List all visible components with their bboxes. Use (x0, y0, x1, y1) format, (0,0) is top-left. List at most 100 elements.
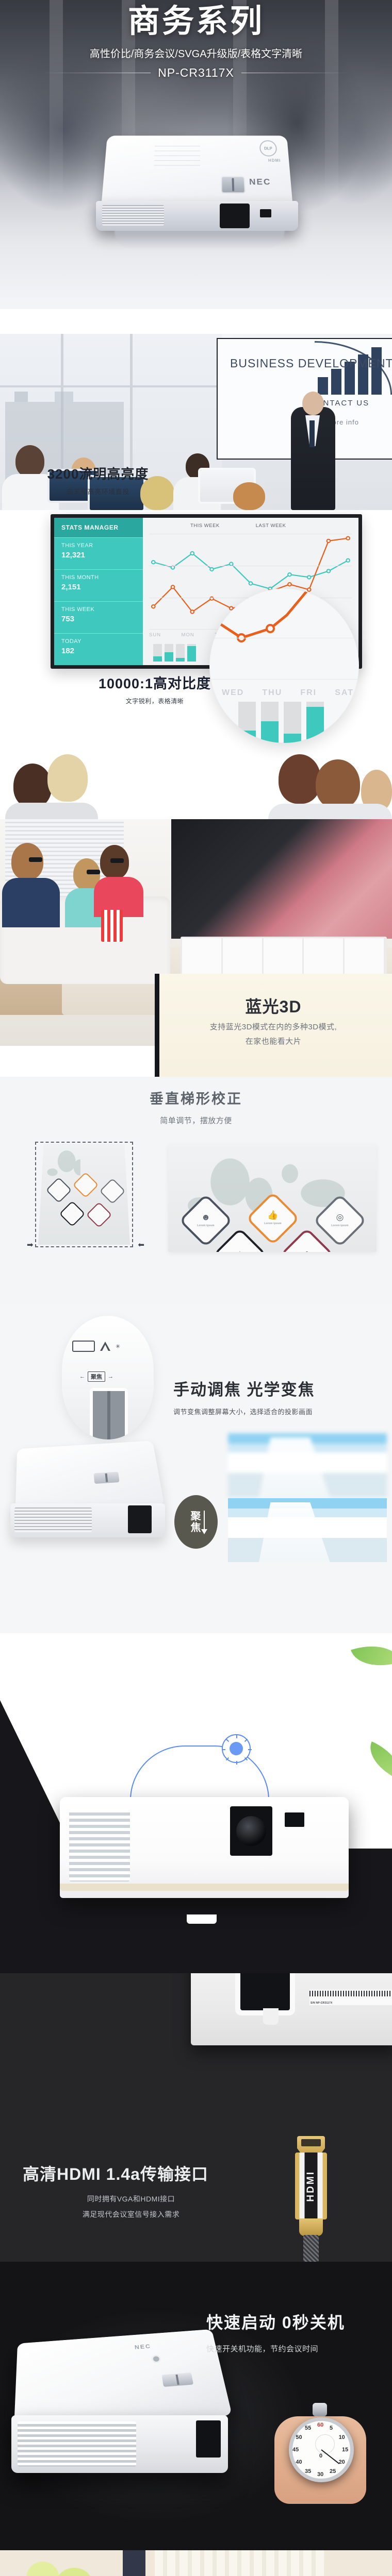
magnified-line (214, 588, 311, 642)
legend-label: THIS WEEK (190, 523, 220, 529)
x-tick: MON (181, 632, 194, 638)
dashboard-brand: STATS MANAGER (54, 518, 143, 537)
hdmi-connector-tip (297, 2136, 325, 2154)
stopwatch-crown (313, 2403, 327, 2416)
lens (230, 1806, 272, 1856)
hdmi-line2: 满足现代会议室信号接入需求 (82, 2210, 180, 2218)
focus-slider[interactable] (90, 1388, 128, 1439)
node-label: Lorem ipsum (331, 1224, 349, 1228)
audience-row (0, 716, 392, 819)
keystone-subtitle: 简单调节，摆放方便 (160, 1116, 232, 1125)
stat-cell: THIS WEEK 753 (54, 601, 143, 633)
stopwatch-mark: 30 (317, 2471, 324, 2478)
3d-glasses-icon (29, 857, 42, 862)
dashboard-sidebar: STATS MANAGER THIS YEAR 12,321 THIS MONT… (54, 518, 143, 665)
stat-label: TODAY (61, 638, 81, 645)
arrow-left-icon: ← (79, 1374, 85, 1380)
vent-grille (69, 1809, 130, 1882)
legend-item-this-week: THIS WEEK (174, 523, 220, 529)
arrow-left-icon: ⬅ (138, 1241, 144, 1249)
quick-start-subtitle: 快速开关机功能，节约会议时间 (206, 2345, 319, 2353)
power-socket (240, 1973, 290, 2010)
hero-model-name: NP-CR3117X (158, 66, 234, 79)
vent-grille (102, 205, 164, 226)
projector-front-shell (96, 201, 298, 231)
popcorn-box (101, 910, 123, 942)
projected-race-car-image (171, 819, 392, 939)
status-led (153, 2356, 160, 2362)
arrow-down-icon (201, 1511, 207, 1534)
nec-logo: NEC (249, 177, 271, 187)
node-label: Lorem ipsum (197, 1224, 215, 1228)
focus-chip-label: 聚焦 (88, 1371, 105, 1382)
brightness-title: 3200流明高亮度 (47, 466, 149, 482)
stopwatch-mark: 25 (330, 2468, 336, 2475)
leaf-decoration (351, 1636, 392, 1676)
arrow-right-icon: ➡ (27, 1241, 34, 1249)
knob-icon-row: ✳ (72, 1341, 144, 1352)
whiteboard-title: BUSINESS DEVELOPMENT (230, 357, 392, 370)
flower-bouquet (6, 2554, 120, 2576)
hero-subtitle: 高性价比/商务会议/SVGA升级版/表格文字清晰 (89, 48, 303, 60)
thumb-up-icon: 👍 (267, 1210, 279, 1221)
ir-sensor (285, 1812, 304, 1827)
stopwatch-mark: 10 (338, 2434, 345, 2441)
projector-front-shell (10, 1503, 165, 1537)
x-tick: SAT (335, 688, 354, 697)
projector-front-image (60, 1797, 349, 1924)
serial-barcode: S/N NP-CR3117X (309, 1990, 392, 2005)
hdmi-connector-body: HDMI (295, 2153, 327, 2219)
lens (128, 1505, 152, 1533)
focus-zoom-section: ✳ ← 聚焦 → 手动调焦 光学变焦 调节变焦调整屏幕大小，选择适合的投影画面 … (0, 1303, 392, 1633)
stat-cell: THIS MONTH 2,151 (54, 569, 143, 601)
bluray-3d-panel (155, 974, 392, 1077)
node-label: Lorem ipsum (264, 1222, 282, 1226)
keystone-title: 垂直梯形校正 (150, 1091, 242, 1107)
magnifier-lens: WED THU FRI SAT (209, 588, 359, 743)
focus-title: 手动调焦 光学变焦 (173, 1381, 315, 1399)
focus-chip: ← 聚焦 → (79, 1371, 113, 1382)
hdmi-connector-neck (299, 2218, 323, 2236)
vent-grille (18, 2421, 136, 2467)
quick-start-title: 快速启动 0秒关机 (206, 2313, 345, 2332)
brightness-icon (222, 1734, 252, 1765)
x-tick: FRI (300, 688, 317, 697)
stat-value: 753 (61, 615, 75, 623)
chart-legend: THIS WEEK LAST WEEK (149, 523, 352, 529)
stopwatch-subdial (315, 2434, 335, 2454)
hdmi-cable-label: HDMI (305, 2170, 316, 2202)
projector-focus-image (6, 1431, 176, 1550)
keystone-guide-box (35, 1142, 133, 1247)
lens (220, 204, 250, 228)
nec-logo: NEC (134, 2343, 152, 2351)
brightness-subtitle: 白天和高亮环境直投 (67, 488, 129, 496)
chart-mini-bars (153, 644, 196, 662)
stopwatch-mark: 35 (305, 2468, 312, 2475)
bluray-3d-title: 蓝光3D (245, 997, 302, 1016)
stat-cell: THIS YEAR 12,321 (54, 537, 143, 569)
magnified-bars (238, 702, 324, 743)
presenter-figure (291, 392, 335, 510)
zoom-dial (161, 2372, 194, 2387)
vent-grille (14, 1507, 92, 1532)
3d-glasses-icon (87, 870, 100, 874)
projection-screen: STATS MANAGER THIS YEAR 12,321 THIS MONT… (51, 514, 362, 669)
projector-reflection (115, 230, 285, 250)
projector-top-shell: DLP HDMI NEC (101, 135, 293, 210)
bluray-3d-line2: 在家也能看大片 (245, 1037, 302, 1046)
lens-icon: ✳ (116, 1343, 121, 1350)
stopwatch-mark: 50 (296, 2434, 302, 2441)
stat-value: 2,151 (61, 583, 81, 591)
projector-front-shell (11, 2415, 228, 2473)
warning-triangle-icon (100, 1342, 110, 1351)
legend-item-last-week: LAST WEEK (239, 523, 286, 529)
gear-icon: ✿ (303, 1250, 311, 1252)
keystone-skewed-image (38, 1144, 130, 1245)
legend-label: LAST WEEK (255, 523, 286, 529)
keystone-after: ☻ Lorem ipsum 👍 Lorem ipsum ◎ Lorem ipsu… (168, 1144, 377, 1252)
keystone-before: ➡ ⬅ (27, 1142, 144, 1249)
hero-model-row: NP-CR3117X (0, 66, 392, 80)
stopwatch-mark: 20 (338, 2459, 345, 2465)
